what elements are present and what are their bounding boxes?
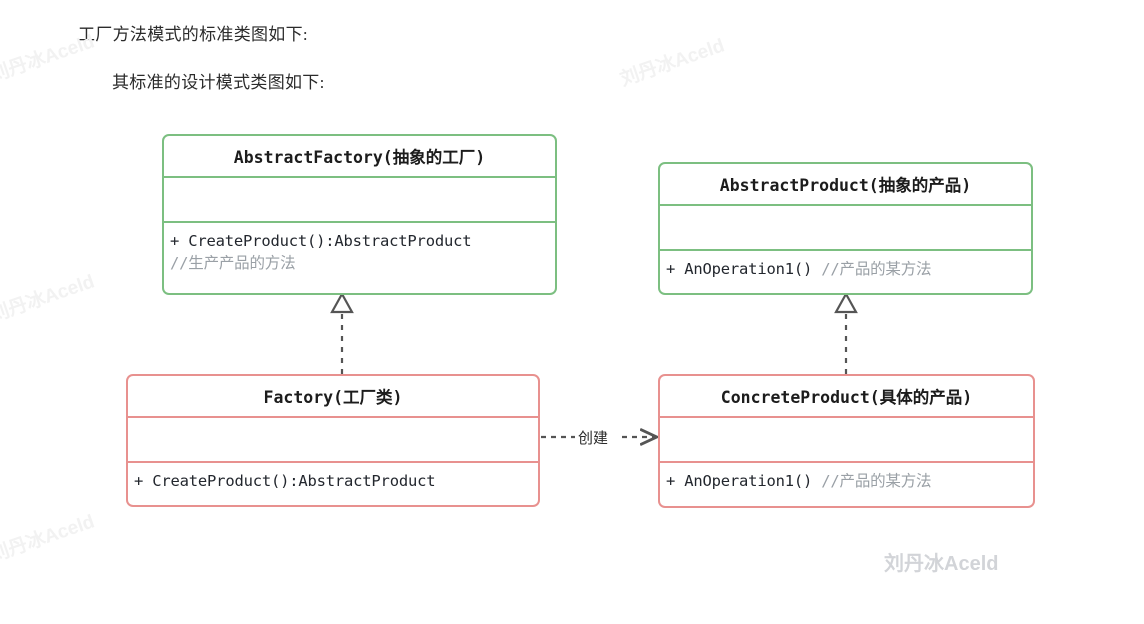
uml-methods-abstract-product: + AnOperation1() //产品的某方法 [660,251,1031,280]
watermark-faint-left-bottom: 刘丹冰Aceld [0,511,98,567]
uml-method-signature: + AnOperation1() [666,260,813,278]
uml-methods-concrete-product: + AnOperation1() //产品的某方法 [660,463,1033,492]
uml-method-line: + AnOperation1() //产品的某方法 [666,258,1031,280]
uml-method-signature: + AnOperation1() [666,472,813,490]
uml-attributes-factory [128,418,538,463]
uml-method-comment: //产品的某方法 [821,472,932,490]
uml-class-factory[interactable]: Factory(工厂类) + CreateProduct():AbstractP… [126,374,540,507]
edge-label-create: 创建 [576,427,611,448]
uml-methods-factory: + CreateProduct():AbstractProduct [128,463,538,492]
uml-class-abstract-product[interactable]: AbstractProduct(抽象的产品) + AnOperation1() … [658,162,1033,295]
uml-class-concrete-product[interactable]: ConcreteProduct(具体的产品) + AnOperation1() … [658,374,1035,508]
uml-method-line: + CreateProduct():AbstractProduct [134,472,436,490]
relation-concreteproduct-realizes-abstractproduct [834,291,858,374]
uml-attributes-concrete-product [660,418,1033,463]
uml-method-comment-line: //生产产品的方法 [170,254,296,272]
uml-attributes-abstract-factory [164,178,555,223]
watermark-solid-bottom-right: 刘丹冰Aceld [884,553,999,575]
uml-methods-abstract-factory: + CreateProduct():AbstractProduct //生产产品… [164,223,555,274]
intro-paragraph-1: 工厂方法模式的标准类图如下: [78,25,308,44]
watermark-faint-left-top: 刘丹冰Aceld [0,31,98,87]
uml-attributes-abstract-product [660,206,1031,251]
uml-method-line: + AnOperation1() //产品的某方法 [666,470,1033,492]
uml-class-title-concrete-product: ConcreteProduct(具体的产品) [660,376,1033,418]
relation-factory-realizes-abstractfactory [330,291,354,374]
uml-class-title-factory: Factory(工厂类) [128,376,538,418]
intro-paragraph-2: 其标准的设计模式类图如下: [112,73,325,92]
uml-class-title-abstract-factory: AbstractFactory(抽象的工厂) [164,136,555,178]
uml-method-comment: //产品的某方法 [821,260,932,278]
uml-class-title-abstract-product: AbstractProduct(抽象的产品) [660,164,1031,206]
uml-method-line: + CreateProduct():AbstractProduct [170,232,472,250]
uml-class-abstract-factory[interactable]: AbstractFactory(抽象的工厂) + CreateProduct()… [162,134,557,295]
watermark-faint-left-middle: 刘丹冰Aceld [0,271,98,327]
watermark-faint-center-top: 刘丹冰Aceld [617,35,728,91]
